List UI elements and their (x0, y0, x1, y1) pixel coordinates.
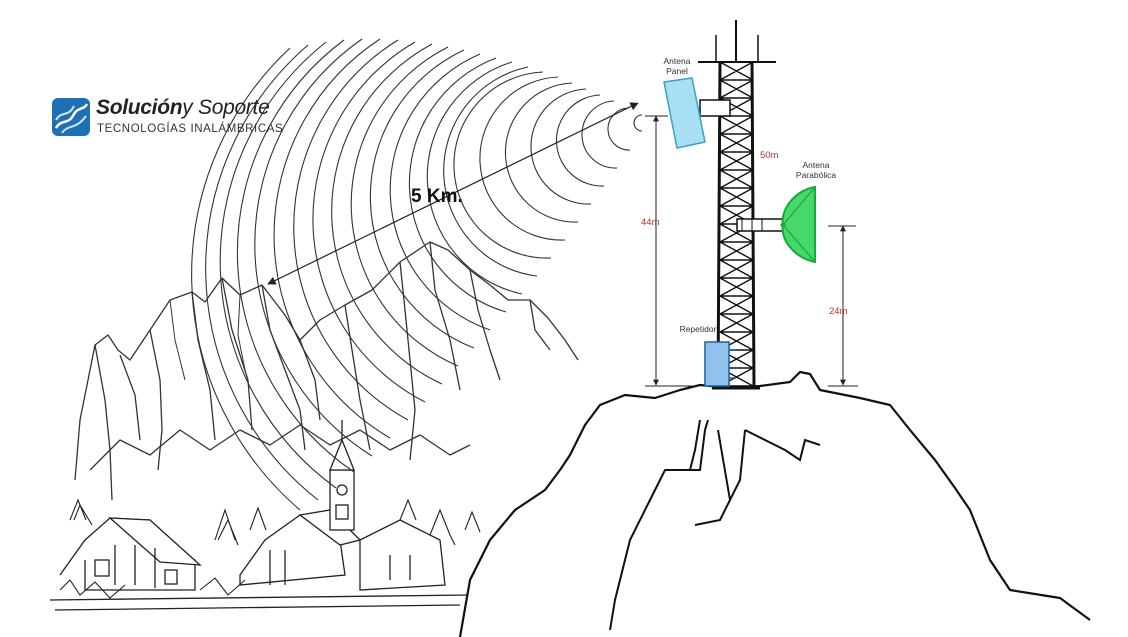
panel-height-label: 44m (641, 217, 660, 228)
logo-mark-icon (52, 98, 90, 136)
mountain-range-sketch (74, 241, 579, 501)
panel-antenna-label-line2: Panel (666, 66, 688, 76)
distance-label: 5 Km. (411, 186, 463, 207)
dimension-lines (645, 115, 858, 387)
company-logo: Solucióny Soporte TECNOLOGÍAS INALÁMBRIC… (52, 96, 312, 142)
tower-height-label: 50m (760, 150, 779, 161)
logo-tagline: TECNOLOGÍAS INALÁMBRICAS (97, 123, 284, 135)
logo-brand-bold: Solución (96, 96, 183, 119)
hill-cracks (609, 419, 821, 631)
dish-height-label: 24m (829, 306, 848, 317)
dish-antenna-label: Antena Parabólica (786, 160, 846, 180)
repeater-box (704, 341, 736, 387)
panel-antenna-label-line1: Antena (663, 56, 691, 66)
dish-antenna-label-line1: Antena (802, 160, 830, 170)
repeater-label: Repetidor (679, 324, 717, 334)
logo-brand-rest: y Soporte (182, 96, 270, 119)
logo-brand-name: Solucióny Soporte (96, 96, 270, 120)
distance-arrow (267, 102, 639, 285)
dish-antenna-label-line2: Parabólica (795, 170, 837, 180)
panel-antenna-label: Antena Panel (650, 56, 704, 76)
hill-outline (458, 370, 1091, 637)
village-sketch (49, 420, 481, 611)
panel-antenna (663, 77, 731, 149)
parabolic-dish-antenna (736, 185, 816, 264)
